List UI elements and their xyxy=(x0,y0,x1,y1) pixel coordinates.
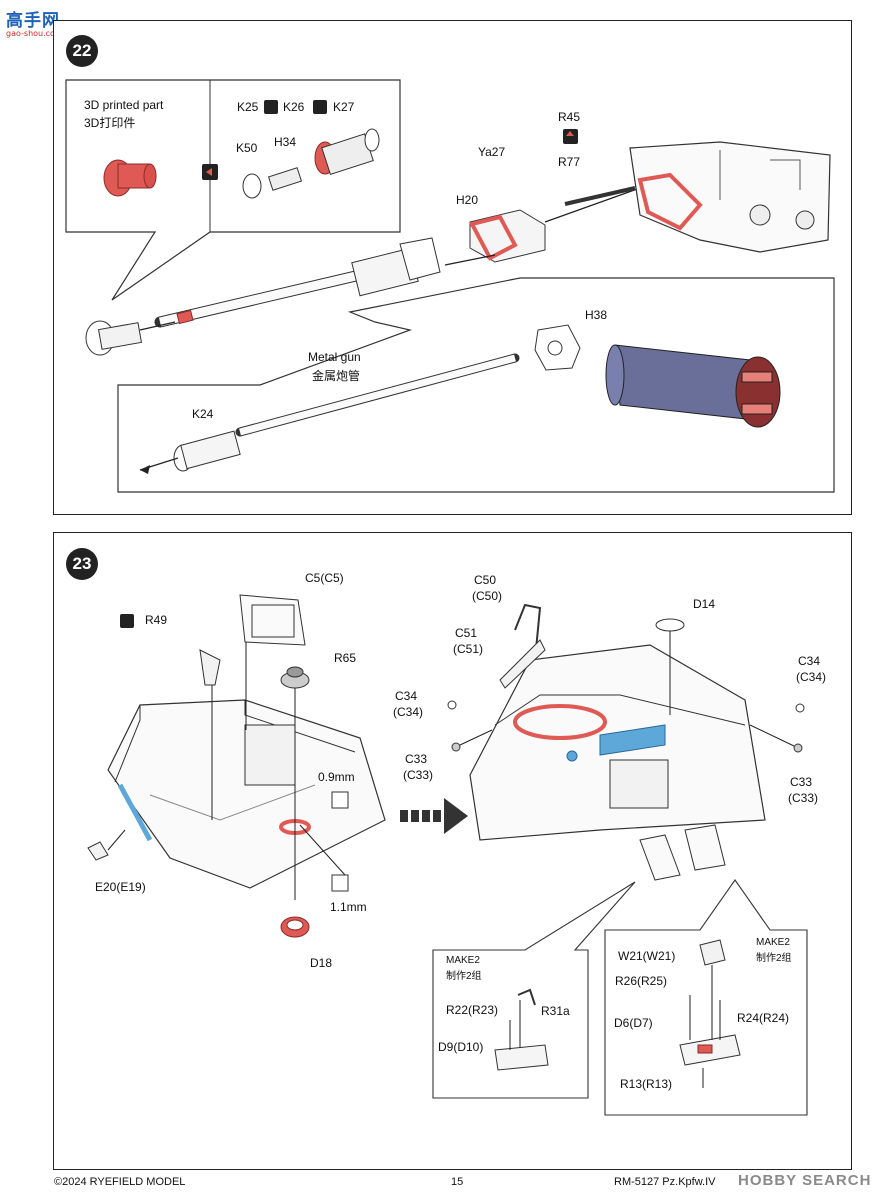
label-c50: C50 xyxy=(474,573,497,587)
callout-3d-box xyxy=(65,79,401,301)
assembly-arrow xyxy=(400,798,468,834)
part-k27 xyxy=(314,128,380,176)
footer-page-number: 15 xyxy=(451,1176,464,1188)
part-c33-right xyxy=(793,743,803,753)
label-r26: R26(R25) xyxy=(615,974,668,988)
label-c34-right: C34 xyxy=(798,654,821,668)
metal-gun-callout xyxy=(117,277,835,493)
part-r65 xyxy=(280,666,310,689)
arrow-icon-k26 xyxy=(313,100,327,114)
part-c34-left xyxy=(447,700,457,710)
part-c5 xyxy=(239,594,306,646)
part-k24 xyxy=(173,430,241,472)
label-ya27: Ya27 xyxy=(478,145,506,159)
label-c33-left: C33 xyxy=(405,752,428,766)
label-d14: D14 xyxy=(693,597,716,611)
label-k50: K50 xyxy=(236,141,258,155)
footer-product: RM-5127 Pz.Kpfw.IV xyxy=(614,1176,716,1188)
label-3d-printed: 3D printed part xyxy=(84,98,164,112)
part-c50 xyxy=(514,603,542,661)
gun-barrel-assembly xyxy=(85,237,441,356)
part-c51 xyxy=(499,639,546,689)
part-e20 xyxy=(87,841,109,861)
label-w21: W21(W21) xyxy=(618,949,676,963)
label-r77: R77 xyxy=(558,155,581,169)
label-c34-left-b: (C34) xyxy=(393,705,424,719)
site-logo-url: gao-shou.com xyxy=(6,29,63,38)
label-3d-printed-cn: 3D打印件 xyxy=(84,116,136,130)
label-metal-gun-cn: 金属炮管 xyxy=(312,369,361,383)
label-c33-right-b: (C33) xyxy=(788,791,819,805)
label-c34-left: C34 xyxy=(395,689,418,703)
site-logo-text: 高手网 xyxy=(6,11,60,31)
label-r31a: R31a xyxy=(541,1004,570,1018)
part-r49 xyxy=(199,649,221,686)
label-r24: R24(R24) xyxy=(737,1011,790,1025)
step-23-drawing xyxy=(87,594,808,1116)
turret-assembled xyxy=(469,644,766,841)
label-k25: K25 xyxy=(237,100,259,114)
hatch-left xyxy=(639,834,681,881)
label-h38: H38 xyxy=(585,308,608,322)
part-r77 xyxy=(564,186,636,206)
part-k50 xyxy=(242,173,262,199)
part-h20 xyxy=(469,209,546,263)
label-r65: R65 xyxy=(334,651,357,665)
sub-right-make-cn: 制作2组 xyxy=(756,953,792,964)
label-c34-right-b: (C34) xyxy=(796,670,827,684)
arrow-icon-k25 xyxy=(264,100,278,114)
label-r22: R22(R23) xyxy=(446,1003,499,1017)
label-k26: K26 xyxy=(283,100,305,114)
label-c5: C5(C5) xyxy=(305,571,344,585)
footer-copyright: ©2024 RYEFIELD MODEL xyxy=(54,1176,186,1188)
label-11mm: 1.1mm xyxy=(330,900,367,914)
hatch-right xyxy=(684,824,726,871)
label-d18: D18 xyxy=(310,956,333,970)
part-h34 xyxy=(267,167,303,191)
arrow-icon-r49 xyxy=(120,614,134,628)
gun-mount xyxy=(629,141,831,253)
r45-icon xyxy=(563,129,578,144)
label-d6: D6(D7) xyxy=(614,1016,653,1030)
sub-left-make-cn: 制作2组 xyxy=(446,971,482,982)
part-c33-left xyxy=(451,742,461,752)
label-c51: C51 xyxy=(455,626,478,640)
site-logo: 高手网 gao-shou.com xyxy=(6,6,63,38)
label-r13: R13(R13) xyxy=(620,1077,673,1091)
sub-callout-right-box xyxy=(604,879,808,1116)
label-h20: H20 xyxy=(456,193,479,207)
step-23-badge: 23 xyxy=(66,548,98,580)
turret-open-view xyxy=(107,699,386,889)
label-c50b: (C50) xyxy=(472,589,503,603)
label-r45: R45 xyxy=(558,110,581,124)
label-metal-gun: Metal gun xyxy=(308,350,361,364)
label-r49: R49 xyxy=(145,613,168,627)
label-09mm: 0.9mm xyxy=(318,770,355,784)
label-c33-right: C33 xyxy=(790,775,813,789)
step-22-badge: 22 xyxy=(66,35,98,67)
part-d14 xyxy=(655,618,685,632)
label-k24: K24 xyxy=(192,407,214,421)
footer-watermark: HOBBY SEARCH xyxy=(738,1172,872,1189)
label-c51b: (C51) xyxy=(453,642,484,656)
sub-right-make: MAKE2 xyxy=(756,937,790,948)
label-d9: D9(D10) xyxy=(438,1040,484,1054)
sub-callout-left-box xyxy=(432,881,636,1099)
label-e20: E20(E19) xyxy=(95,880,146,894)
sub-left-make: MAKE2 xyxy=(446,955,480,966)
part-c34-right xyxy=(795,703,805,713)
step-22-drawing xyxy=(65,79,835,493)
drill-icon-09 xyxy=(331,791,349,809)
label-k27: K27 xyxy=(333,100,355,114)
drill-icon-11 xyxy=(331,874,349,892)
label-h34: H34 xyxy=(274,135,297,149)
label-c33-left-b: (C33) xyxy=(403,768,434,782)
gun-tube-blue xyxy=(605,344,781,428)
printed-part-red xyxy=(103,159,157,197)
